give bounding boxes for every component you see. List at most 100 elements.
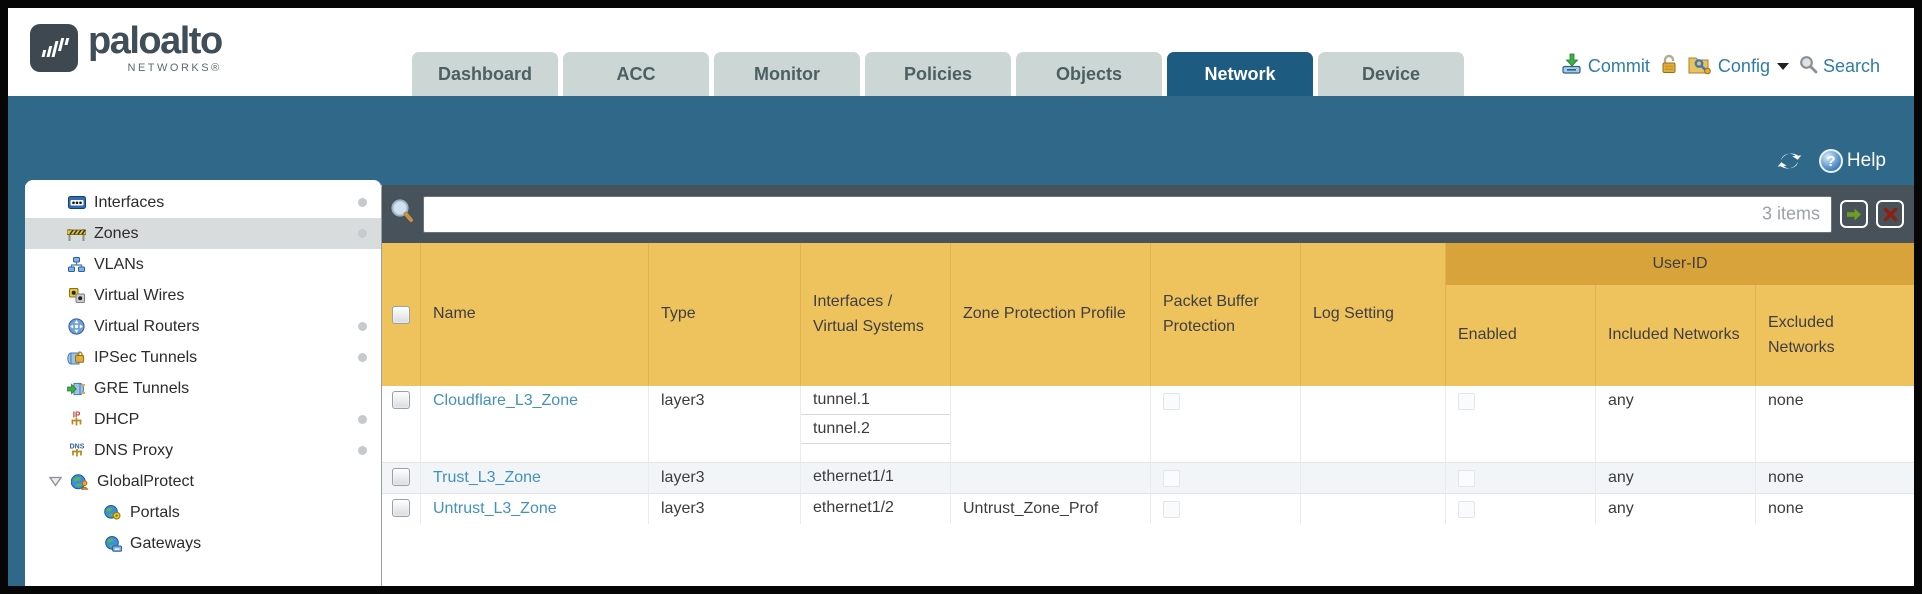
help-icon: ? — [1818, 149, 1843, 173]
sidebar-item-globalprotect[interactable]: GlobalProtect — [25, 466, 381, 497]
log-setting-cell — [1300, 386, 1445, 462]
commit-button[interactable]: Commit — [1561, 53, 1650, 80]
tab-device[interactable]: Device — [1318, 52, 1464, 96]
row-checkbox[interactable] — [392, 499, 410, 517]
logo-sub-text: NETWORKS® — [127, 62, 222, 74]
help-button[interactable]: ? Help — [1818, 149, 1886, 173]
row-checkbox[interactable] — [392, 468, 410, 486]
config-label: Config — [1717, 56, 1770, 76]
vlans-icon — [67, 257, 86, 272]
search-label: Search — [1822, 56, 1880, 76]
sidebar-item-label: GRE Tunnels — [94, 379, 190, 397]
row-select-cell — [382, 463, 420, 493]
sidebar-item-label: Virtual Routers — [94, 317, 200, 335]
packet-buffer-checkbox[interactable] — [1163, 393, 1180, 410]
interfaces-cell: tunnel.1 tunnel.2 — [800, 386, 950, 462]
interface-entry: tunnel.2 — [801, 415, 950, 444]
col-header-interfaces[interactable]: Interfaces / Virtual Systems — [800, 243, 950, 386]
svg-text:IP: IP — [73, 411, 81, 420]
included-networks-cell: any — [1595, 494, 1755, 524]
col-group-user-id: User-ID — [1445, 243, 1914, 285]
tab-monitor[interactable]: Monitor — [714, 52, 860, 96]
filter-toolbar: 3 items — [382, 185, 1914, 243]
status-dot — [358, 415, 367, 424]
name-cell: Trust_L3_Zone — [420, 463, 648, 493]
col-header-packet-buffer[interactable]: Packet Buffer Protection — [1150, 243, 1300, 386]
zone-protection-cell — [950, 463, 1150, 493]
sidebar-item-vlans[interactable]: VLANs — [25, 249, 381, 280]
search-button[interactable]: Search — [1799, 55, 1880, 79]
clear-filter-button[interactable] — [1876, 200, 1904, 228]
zones-table: Name Type Interfaces / Virtual Systems Z… — [382, 243, 1914, 524]
filter-magnifier-icon — [390, 198, 415, 230]
type-cell: layer3 — [648, 386, 800, 462]
tab-network[interactable]: Network — [1167, 52, 1313, 96]
col-header-excluded-networks[interactable]: Excluded Networks — [1755, 285, 1914, 386]
col-header-name[interactable]: Name — [420, 243, 648, 386]
ipsec-tunnels-icon — [67, 350, 86, 365]
filter-input[interactable] — [423, 195, 1832, 233]
row-select-cell — [382, 386, 420, 462]
gateways-icon — [103, 535, 122, 552]
select-all-header-cell — [382, 243, 420, 386]
sidebar-item-interfaces[interactable]: Interfaces — [25, 187, 381, 218]
svg-text:DNS: DNS — [69, 444, 84, 451]
interfaces-cell: ethernet1/1 — [800, 463, 950, 493]
status-dot — [358, 353, 367, 362]
packet-buffer-cell — [1150, 386, 1300, 462]
zone-name-link[interactable]: Untrust_L3_Zone — [433, 500, 557, 517]
sidebar-item-gateways[interactable]: Gateways — [25, 528, 381, 559]
enabled-checkbox[interactable] — [1458, 501, 1475, 518]
help-label: Help — [1846, 150, 1886, 171]
globalprotect-icon — [70, 473, 89, 490]
config-menu[interactable]: Config — [1688, 54, 1789, 80]
packet-buffer-checkbox[interactable] — [1163, 501, 1180, 518]
sidebar-item-ipsec-tunnels[interactable]: IPSec Tunnels — [25, 342, 381, 373]
sidebar-item-dns-proxy[interactable]: DNS DNS Proxy — [25, 435, 381, 466]
enabled-checkbox[interactable] — [1458, 393, 1475, 410]
commit-label: Commit — [1587, 56, 1650, 76]
sidebar-item-portals[interactable]: Portals — [25, 497, 381, 528]
tab-acc[interactable]: ACC — [563, 52, 709, 96]
dns-proxy-icon: DNS — [67, 442, 86, 459]
interface-entry: tunnel.1 — [801, 386, 950, 415]
col-header-log-setting[interactable]: Log Setting — [1300, 243, 1445, 386]
col-header-enabled[interactable]: Enabled — [1445, 285, 1595, 386]
select-all-checkbox[interactable] — [392, 305, 410, 324]
search-icon — [1799, 55, 1818, 79]
zone-name-link[interactable]: Trust_L3_Zone — [433, 469, 541, 486]
col-header-zone-protection[interactable]: Zone Protection Profile — [950, 243, 1150, 386]
sidebar-item-gre-tunnels[interactable]: GRE Tunnels — [25, 373, 381, 404]
interface-entry: ethernet1/2 — [813, 499, 894, 516]
sidebar-item-virtual-routers[interactable]: Virtual Routers — [25, 311, 381, 342]
sidebar-item-label: GlobalProtect — [97, 472, 194, 490]
col-header-type[interactable]: Type — [648, 243, 800, 386]
row-checkbox[interactable] — [392, 391, 410, 409]
sidebar-item-zones[interactable]: Zones — [25, 218, 381, 249]
zone-protection-cell: Untrust_Zone_Prof — [950, 494, 1150, 524]
packet-buffer-checkbox[interactable] — [1163, 470, 1180, 487]
refresh-icon[interactable] — [1776, 150, 1803, 172]
enabled-cell — [1445, 494, 1595, 524]
sidebar-item-label: VLANs — [94, 255, 144, 273]
excluded-networks-cell: none — [1755, 463, 1914, 493]
enabled-checkbox[interactable] — [1458, 470, 1475, 487]
gre-tunnels-icon — [67, 382, 86, 396]
network-sidebar: Interfaces Zones VLANs Virtual Wires Vir… — [25, 180, 382, 586]
tab-dashboard[interactable]: Dashboard — [412, 52, 558, 96]
status-dot — [358, 446, 367, 455]
excluded-networks-cell: none — [1755, 386, 1914, 462]
sidebar-item-dhcp[interactable]: IP DHCP — [25, 404, 381, 435]
col-header-included-networks[interactable]: Included Networks — [1595, 285, 1755, 386]
lock-icon[interactable] — [1660, 54, 1678, 80]
virtual-routers-icon — [67, 318, 86, 335]
zone-name-link[interactable]: Cloudflare_L3_Zone — [433, 392, 578, 409]
sidebar-item-label: Virtual Wires — [94, 286, 185, 304]
tab-objects[interactable]: Objects — [1016, 52, 1162, 96]
tab-policies[interactable]: Policies — [865, 52, 1011, 96]
apply-filter-button[interactable] — [1840, 200, 1868, 228]
collapse-triangle-icon[interactable] — [49, 476, 62, 487]
name-cell: Cloudflare_L3_Zone — [420, 386, 648, 462]
content-pane: 3 items Name Type Interfaces / Virtual S… — [382, 185, 1914, 586]
sidebar-item-virtual-wires[interactable]: Virtual Wires — [25, 280, 381, 311]
